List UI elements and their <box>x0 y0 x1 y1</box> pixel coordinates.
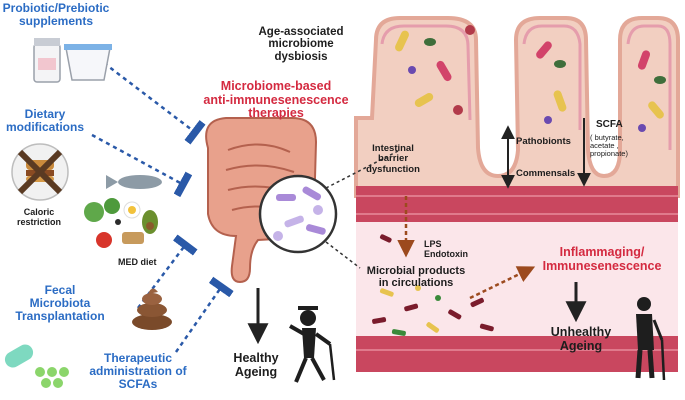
intervention-scfa-label: Therapeutic administration of SCFAs <box>89 351 187 391</box>
circulating-bacteria <box>372 234 494 336</box>
scfa-capsules-icon <box>4 344 69 388</box>
center-title: Microbiome-based anti-immunesenescence t… <box>203 79 349 120</box>
pathobionts-label: Pathobionts <box>516 136 571 147</box>
inhibit-arrow-fecal <box>137 234 198 309</box>
unhealthy-elderly-icon <box>635 297 666 381</box>
barrier-dysfunction-label: Intestinal barrier dysfunction <box>366 143 420 175</box>
intervention-probiotic-label: Probiotic/Prebiotic supplements <box>2 1 110 28</box>
fish-icon <box>106 175 162 189</box>
intervention-dietary-label: Dietary modifications <box>5 107 84 134</box>
poop-icon <box>132 288 172 330</box>
healthy-ageing-label: Healthy Ageing <box>233 351 279 379</box>
commensals-label: Commensals <box>516 168 576 179</box>
magnified-microbes <box>258 174 338 254</box>
scfa-types-label: ( butyrate, acetate , propionate) <box>590 133 628 159</box>
zoom-line-top <box>325 149 401 189</box>
scfa-label: SCFA <box>596 119 623 130</box>
inhibit-arrow-probiotic <box>103 62 206 145</box>
inflammaging-label: Inflammaging/ Immunesenescence <box>542 245 662 273</box>
inhibit-arrow-dietary <box>91 133 193 198</box>
caloric-restriction-label: Caloric restriction <box>16 207 61 227</box>
supplement-bottle-icon <box>33 38 61 83</box>
inhibit-arrow-scfa <box>174 276 234 353</box>
med-diet-label: MED diet <box>118 257 157 267</box>
dysbiosis-label: Age-associated microbiome dysbiosis <box>258 26 344 63</box>
zoom-line-bottom <box>325 241 361 269</box>
gut-illustration <box>205 117 318 284</box>
villi-bacteria <box>395 25 666 132</box>
healthy-elderly-icon <box>289 306 336 383</box>
microbial-products-label: Microbial products in circulations <box>366 265 466 289</box>
unhealthy-ageing-label: Unhealthy Ageing <box>550 325 612 353</box>
intestinal-villi <box>354 16 680 198</box>
med-diet-icon <box>84 198 158 248</box>
intervention-fecal-label: Fecal Microbiota Transplantation <box>15 283 105 323</box>
lps-endotoxin-label: LPS Endotoxin <box>424 239 468 259</box>
products-to-inflammaging-arrow <box>469 266 536 300</box>
caloric-restriction-icon <box>11 143 69 201</box>
yogurt-cup-icon <box>64 44 112 81</box>
